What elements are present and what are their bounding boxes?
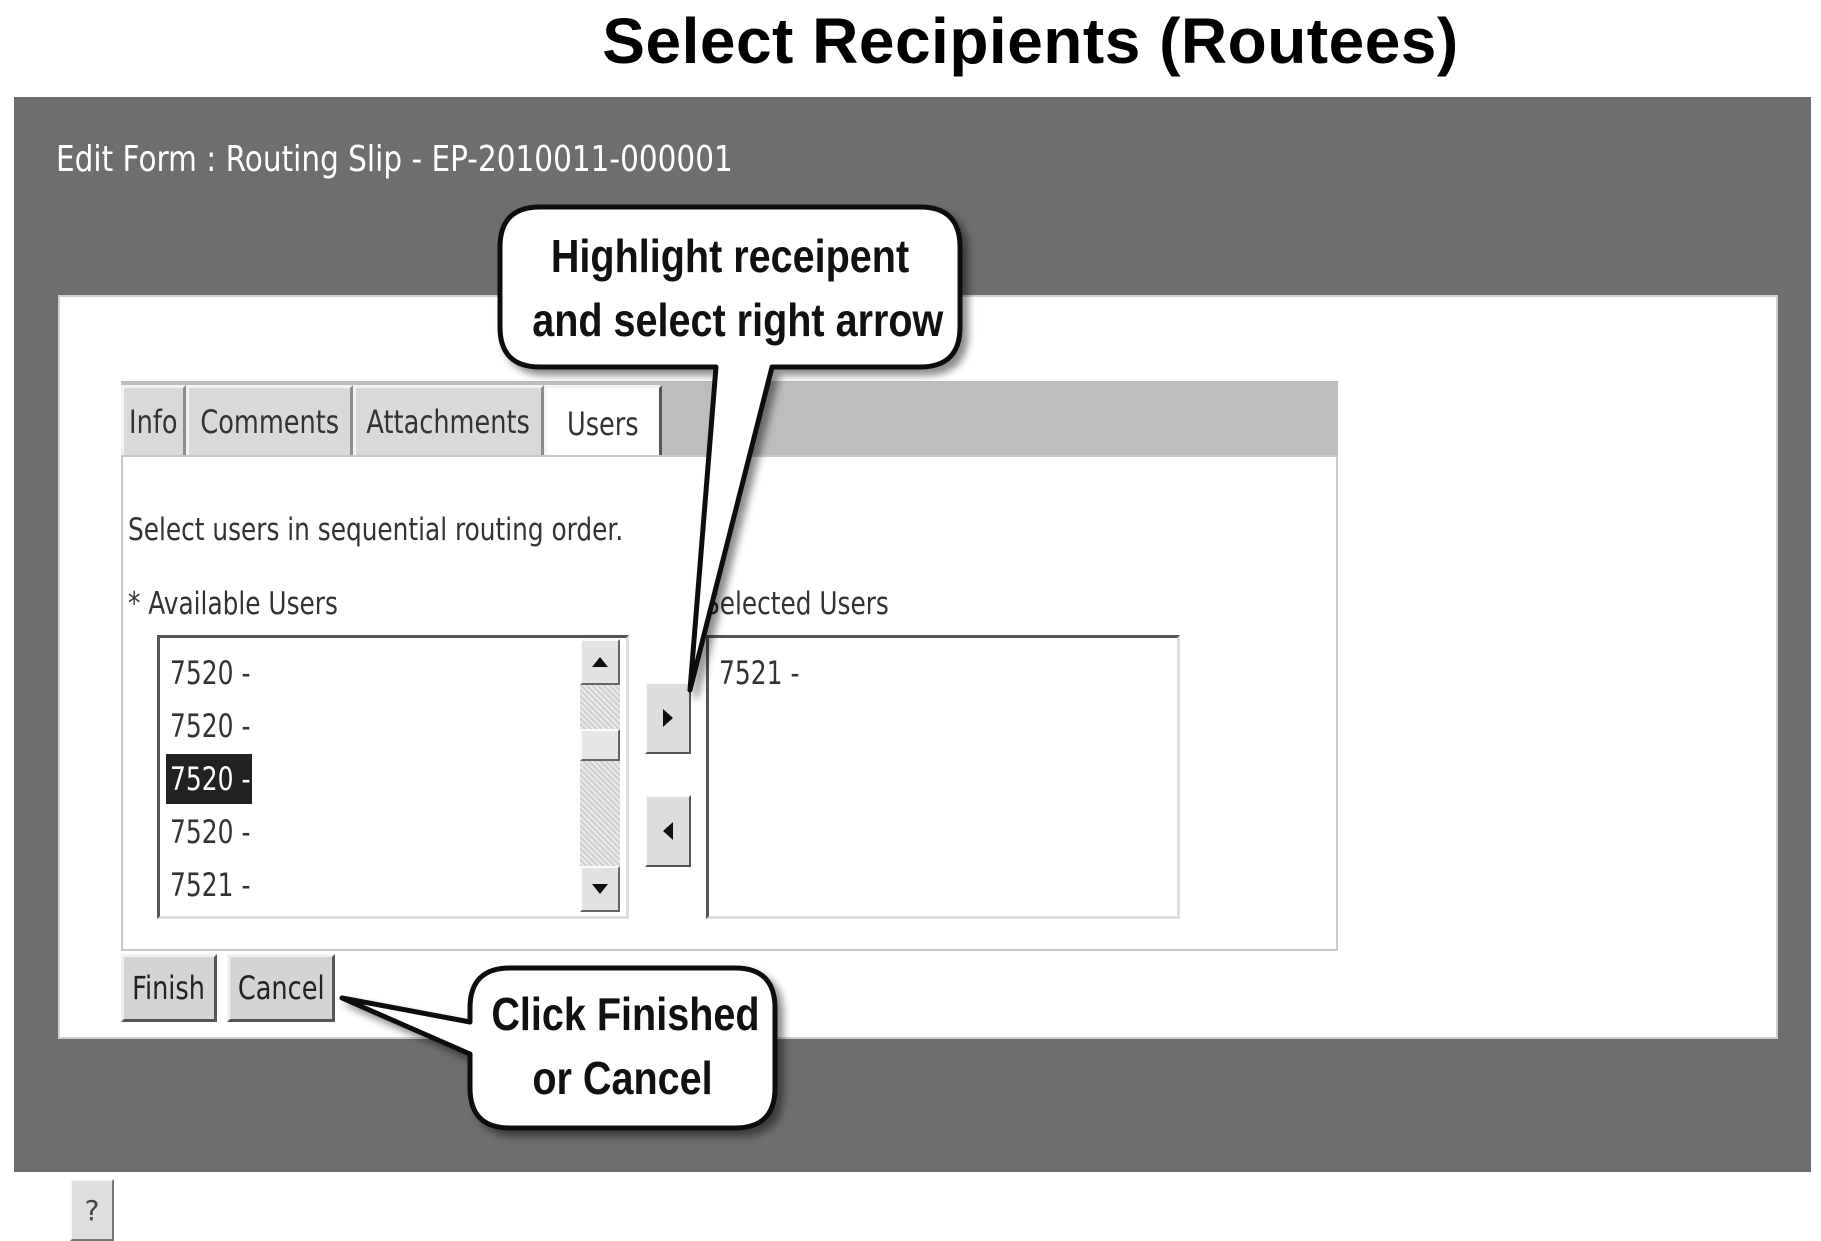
cancel-button[interactable]: Cancel: [227, 954, 335, 1022]
tab-comments[interactable]: Comments: [186, 385, 353, 455]
highlight-callout-line2: and select right arrow: [532, 294, 944, 346]
available-user-option[interactable]: 7521 -: [170, 866, 251, 904]
help-button[interactable]: ?: [70, 1179, 114, 1241]
add-user-button[interactable]: [645, 682, 691, 754]
tab-users[interactable]: Users: [544, 385, 662, 459]
selected-user-option[interactable]: 7521 -: [719, 654, 800, 692]
available-users-list[interactable]: 7520 - 7520 - 7520 - 7520 - 7521 -: [157, 635, 629, 919]
finish-button[interactable]: Finish: [121, 954, 217, 1022]
available-user-option[interactable]: 7520 -: [170, 813, 251, 851]
triangle-left-icon: [663, 822, 673, 840]
chevron-down-icon: [592, 884, 608, 894]
window-title: Edit Form : Routing Slip - EP-2010011-00…: [56, 139, 733, 180]
chevron-up-icon: [592, 657, 608, 667]
available-user-option[interactable]: 7520 -: [170, 654, 251, 692]
selected-users-label: Selected Users: [704, 586, 889, 622]
available-users-scrollbar[interactable]: [580, 639, 620, 912]
finish-callout-line2: or Cancel: [532, 1052, 713, 1104]
selected-users-list[interactable]: 7521 -: [706, 635, 1180, 919]
remove-user-button[interactable]: [645, 795, 691, 867]
tab-attachments[interactable]: Attachments: [353, 385, 544, 455]
scroll-thumb[interactable]: [580, 729, 620, 761]
available-users-label: * Available Users: [128, 586, 338, 622]
available-user-option[interactable]: 7520 -: [170, 707, 251, 745]
finish-callout-text: Click Finished or Cancel: [491, 982, 760, 1110]
scroll-down-button[interactable]: [580, 866, 620, 912]
tab-info[interactable]: Info: [121, 385, 186, 455]
highlight-callout-text: Highlight receipent and select right arr…: [532, 224, 944, 352]
available-user-option-highlighted[interactable]: 7520 -: [166, 754, 252, 804]
finish-callout-line1: Click Finished: [491, 988, 760, 1040]
scroll-up-button[interactable]: [580, 639, 620, 685]
page-title: Select Recipients (Routees): [602, 5, 1459, 77]
triangle-right-icon: [663, 709, 673, 727]
highlight-callout-line1: Highlight receipent: [550, 230, 910, 282]
instruction-text: Select users in sequential routing order…: [128, 512, 624, 548]
